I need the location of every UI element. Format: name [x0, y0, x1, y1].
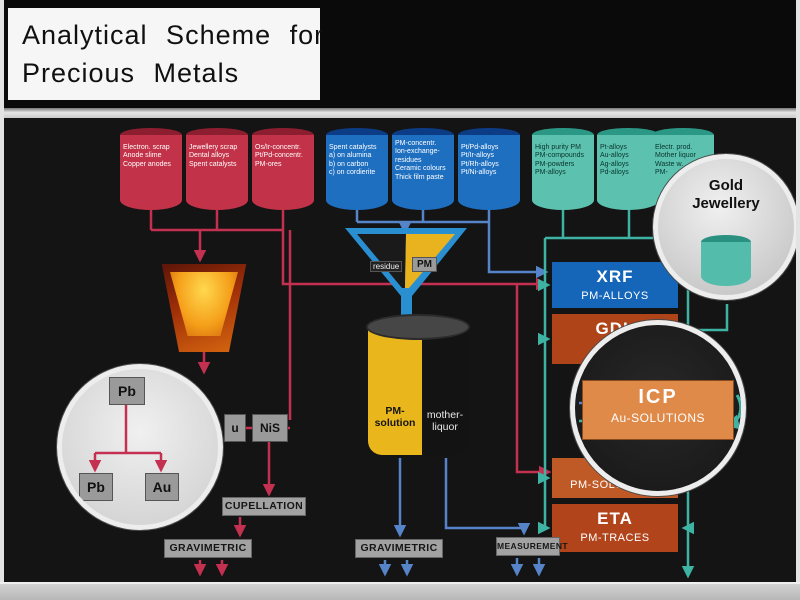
- cylinder-text: PM-concentr.: [395, 140, 437, 147]
- residue-label: residue: [370, 261, 403, 272]
- cylinder-text: Os/Ir-concentr.: [255, 144, 301, 151]
- icp-result-box: ICP Au-SOLUTIONS: [583, 381, 733, 439]
- method-subtitle: PM-TRACES: [580, 532, 650, 544]
- mother-liquor-label-1: mother-: [426, 409, 464, 421]
- gold-result-box: Au: [145, 473, 179, 501]
- cylinder-blue-2: PM-concentr. Ion-exchange- residues Cera…: [392, 128, 454, 210]
- cylinder-text: Mother liquor: [655, 152, 696, 160]
- cylinder-red-1: Electron. scrap Anode slime Copper anode…: [120, 128, 182, 210]
- title-line-1: Analytical Scheme for: [22, 20, 325, 50]
- fire-assay-lines: [88, 405, 168, 473]
- cylinder-text: PM-compounds: [535, 152, 585, 160]
- pm-solution-phase: PM- solution: [368, 327, 422, 455]
- cylinder-text: Ag-alloys: [600, 160, 629, 168]
- molten-metal: [170, 272, 238, 336]
- cylinder-text: Spent catalysts: [329, 144, 377, 151]
- cylinder-text: residues: [395, 156, 422, 164]
- cylinder-text: Dental alloys: [189, 152, 230, 160]
- cylinder-text: Pt/Pd-concentr.: [255, 152, 303, 160]
- method-box-xrf: XRF PM-ALLOYS: [552, 262, 678, 308]
- pm-label: PM: [412, 257, 437, 272]
- horizontal-divider: [0, 108, 800, 118]
- title-line-2: Precious Metals: [22, 58, 240, 88]
- method-title: ETA: [597, 509, 633, 528]
- collector-nis-box: NiS: [252, 414, 288, 442]
- icp-title: ICP: [638, 386, 678, 408]
- cylinder-text: Pt/Ni-alloys: [461, 169, 497, 177]
- cylinder-red-3: Os/Ir-concentr. Pt/Pd-concentr. PM-ores: [252, 128, 314, 210]
- cylinder-text: Jewellery scrap: [189, 144, 238, 151]
- collector-cu-box: u: [224, 414, 246, 442]
- cupellation-label: CUPELLATION: [222, 497, 306, 516]
- cylinder-teal-2: Pt-alloys Au-alloys Ag-alloys Pd-alloys: [597, 128, 659, 210]
- gravimetric-left-label: GRAVIMETRIC: [164, 539, 252, 558]
- pm-solution-label-1: PM-: [385, 405, 405, 417]
- gravimetric-center-label: GRAVIMETRIC: [355, 539, 443, 558]
- cylinder-text: b) on carbon: [329, 160, 369, 168]
- cylinder-text: High purity PM: [535, 144, 581, 151]
- lead-result-box: Pb: [79, 473, 113, 501]
- measurement-label: MEASUREMENT: [496, 537, 568, 556]
- cylinder-blue-3: Pt/Pd-alloys Pt/Ir-alloys Pt/Rh-alloys P…: [458, 128, 520, 210]
- gold-jewellery-label: Gold Jewellery: [692, 177, 760, 212]
- cylinder-text: PM-ores: [255, 160, 282, 168]
- method-subtitle: PM-ALLOYS: [581, 290, 649, 302]
- mother-liquor-label-2: liquor: [432, 421, 458, 433]
- mother-liquor-phase: mother- liquor: [422, 327, 468, 455]
- bottom-frame-strip: [0, 582, 800, 600]
- cylinder-text: Pt-alloys: [600, 144, 627, 151]
- cylinder-text: Anode slime: [123, 152, 162, 160]
- left-frame-strip: [0, 0, 4, 584]
- cylinder-text: Au-alloys: [600, 152, 629, 160]
- cylinder-text: Electron. scrap: [123, 144, 170, 151]
- cylinder-teal-1: High purity PM PM-compounds PM-powders P…: [532, 128, 594, 210]
- cylinder-text: Copper anodes: [123, 160, 171, 168]
- magnifier-gold-jewellery: Gold Jewellery: [653, 154, 799, 300]
- cylinder-text: Spent catalysts: [189, 160, 237, 168]
- right-frame-strip: [796, 0, 800, 584]
- lead-button-box: Pb: [109, 377, 145, 405]
- cylinder-text: PM-powders: [535, 160, 575, 168]
- method-title: XRF: [596, 267, 634, 286]
- cylinder-blue-1: Spent catalysts a) on alumina b) on carb…: [326, 128, 388, 210]
- gold-cylinder: [701, 242, 751, 286]
- cylinder-text: Ion-exchange-: [395, 148, 440, 156]
- cylinder-text: Ceramic colours: [395, 165, 446, 173]
- cylinder-text: Thick film paste: [395, 173, 444, 181]
- cylinder-text: PM-alloys: [535, 169, 566, 177]
- slide-title-box: Analytical Scheme for Precious Metals: [8, 8, 325, 100]
- cylinder-text: Electr. prod.: [655, 144, 693, 151]
- cylinder-text: Pd-alloys: [600, 169, 629, 177]
- separation-beaker: PM- solution mother- liquor: [366, 314, 470, 458]
- cylinder-text: Pt/Rh-alloys: [461, 160, 499, 168]
- method-box-eta: ETA PM-TRACES: [552, 504, 678, 552]
- beaker-rim: [366, 314, 470, 340]
- cylinder-text: a) on alumina: [329, 152, 372, 160]
- cylinder-text: Pt/Ir-alloys: [461, 152, 495, 160]
- cylinder-text: Pt/Pd-alloys: [461, 144, 499, 151]
- cylinder-text: c) on cordierite: [329, 169, 376, 177]
- icp-subtitle: Au-SOLUTIONS: [610, 411, 706, 425]
- pm-solution-label-2: solution: [374, 417, 416, 429]
- cylinder-red-2: Jewellery scrap Dental alloys Spent cata…: [186, 128, 248, 210]
- cylinder-text: PM-: [655, 169, 668, 177]
- cylinder-text: Waste w.: [655, 160, 684, 168]
- magnifier-fire-assay: Pb Pb Au: [57, 364, 223, 530]
- magnifier-icp: ICP Au-SOLUTIONS: [570, 320, 746, 496]
